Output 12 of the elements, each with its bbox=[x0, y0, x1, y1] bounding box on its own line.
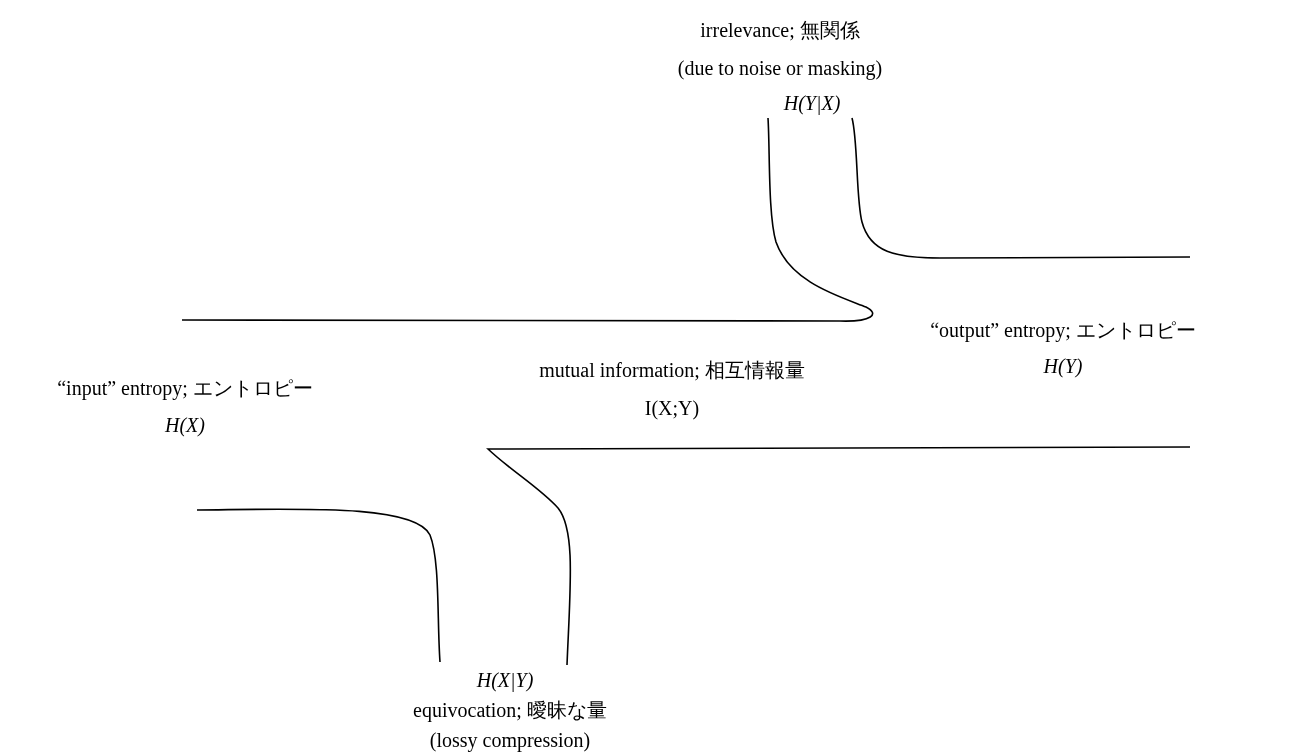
annotation-text: (due to noise or masking) bbox=[677, 56, 883, 80]
annotation-text: equivocation; 曖昧な量 bbox=[413, 698, 607, 722]
entropy-formula: H(Y|X) bbox=[783, 91, 841, 115]
entropy-formula: H(X|Y) bbox=[476, 668, 534, 692]
annotation-text: mutual information; 相互情報量 bbox=[539, 358, 805, 382]
annotation-text: irrelevance; 無関係 bbox=[700, 18, 860, 42]
entropy-formula: H(X) bbox=[165, 413, 205, 437]
annotation-text: “output” entropy; エントロピー bbox=[930, 318, 1196, 342]
annotation-text: “input” entropy; エントロピー bbox=[57, 376, 313, 400]
annotation-text: (lossy compression) bbox=[429, 728, 591, 752]
annotation-text: I(X;Y) bbox=[644, 396, 700, 420]
entropy-formula: H(Y) bbox=[1043, 354, 1083, 378]
